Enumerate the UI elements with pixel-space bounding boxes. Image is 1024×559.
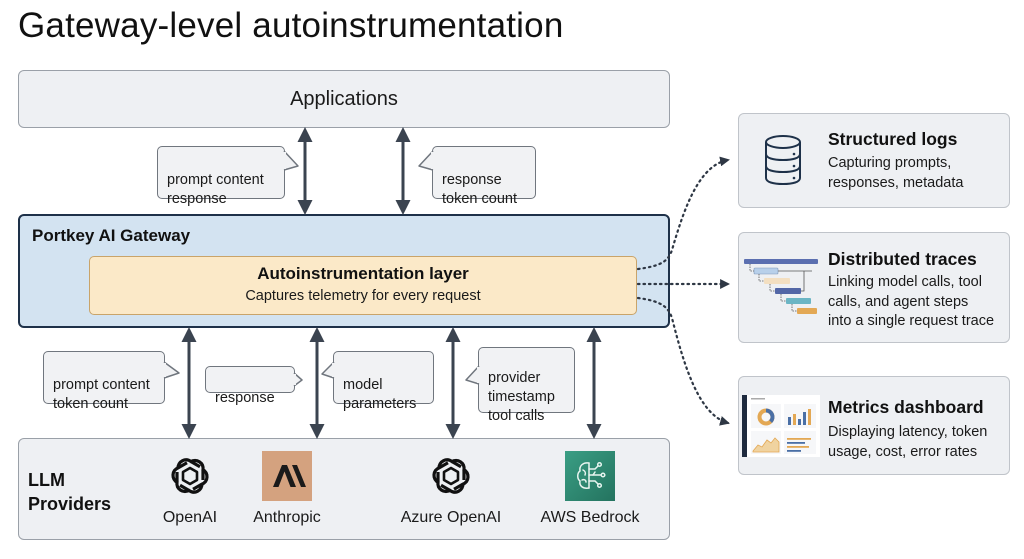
callout-app-request: prompt content response — [157, 146, 285, 207]
callout-text: response — [215, 390, 275, 406]
callout-tail — [283, 150, 299, 171]
callout-app-response: response token count — [432, 146, 536, 207]
anthropic-logo-icon — [222, 451, 352, 501]
callout-tail — [418, 150, 434, 171]
layer-title: Autoinstrumentation layer — [257, 264, 469, 283]
applications-label: Applications — [290, 87, 398, 110]
gateway-title: Portkey AI Gateway — [32, 226, 191, 245]
applications-box: Applications — [18, 70, 670, 128]
dashboard-icon — [742, 395, 820, 462]
openai-logo-icon — [125, 451, 255, 501]
openai-logo-icon — [386, 451, 516, 501]
callout-model-parameters: model parameters — [333, 351, 434, 412]
output-description: Displaying latency, token usage, cost, e… — [828, 424, 988, 460]
page-title: Gateway-level autoinstrumentation — [18, 6, 564, 45]
callout-provider-request: prompt content token count — [43, 351, 165, 412]
provider-anthropic: Anthropic — [222, 451, 352, 527]
provider-openai: OpenAI — [125, 451, 255, 527]
output-title: Distributed traces — [828, 249, 977, 269]
provider-name: Azure OpenAI — [400, 509, 502, 526]
providers-title: LLM Providers — [28, 470, 112, 514]
autoinstrumentation-layer: Autoinstrumentation layer Captures telem… — [89, 256, 637, 315]
output-title: Structured logs — [828, 129, 958, 149]
output-distributed-traces: Distributed traces Linking model calls, … — [738, 232, 1010, 343]
output-title: Metrics dashboard — [828, 397, 984, 417]
callout-provider-response: response — [205, 366, 295, 406]
output-description: Linking model calls, tool calls, and age… — [828, 274, 995, 329]
callout-provider-metadata: provider timestamp tool calls — [478, 347, 575, 424]
callout-tail — [293, 372, 303, 387]
trace-waterfall-icon — [742, 257, 818, 322]
database-icon — [763, 134, 803, 191]
callout-text: provider timestamp tool calls — [488, 370, 555, 424]
output-structured-logs: Structured logs Capturing prompts, respo… — [738, 113, 1010, 208]
callout-text: model parameters — [343, 377, 417, 412]
callout-text: response token count — [442, 172, 517, 207]
layer-subtitle: Captures telemetry for every request — [245, 288, 481, 304]
provider-azure-openai: Azure OpenAI — [386, 451, 516, 527]
provider-name: Anthropic — [253, 509, 321, 526]
portkey-gateway-box: Portkey AI Gateway Autoinstrumentation l… — [18, 214, 670, 328]
provider-aws-bedrock: AWS Bedrock — [525, 451, 655, 527]
llm-providers-box: LLM Providers OpenAI — [18, 438, 670, 540]
callout-text: prompt content response — [167, 172, 264, 207]
callout-tail — [163, 361, 180, 379]
provider-name: AWS Bedrock — [540, 509, 640, 526]
aws-bedrock-logo-icon — [525, 451, 655, 501]
provider-name: OpenAI — [162, 509, 218, 526]
output-description: Capturing prompts, responses, metadata — [828, 155, 964, 191]
output-metrics-dashboard: Metrics dashboard Displaying latency, to… — [738, 376, 1010, 475]
callout-text: prompt content token count — [53, 377, 150, 412]
